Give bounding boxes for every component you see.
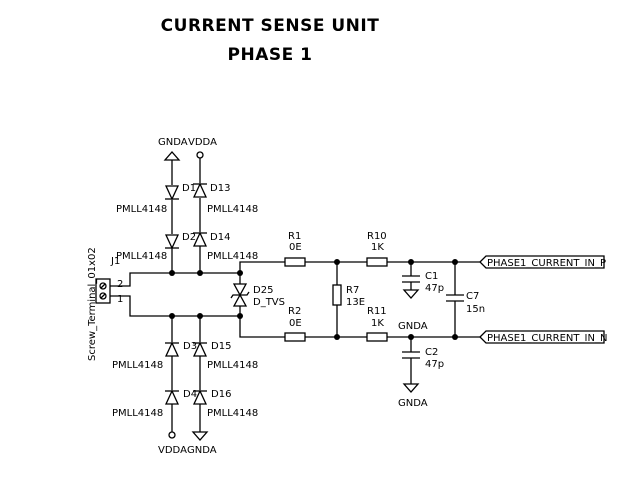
diode-d14[interactable]: D14 PMLL4148 (192, 231, 258, 262)
capacitor-ref: C7 (466, 291, 479, 302)
power-label: VDDA (158, 445, 187, 456)
power-label: GNDA (158, 137, 188, 148)
resistor-ref: R11 (367, 306, 387, 317)
title-line-2: PHASE 1 (227, 45, 313, 65)
resistor-r11[interactable]: R11 1K (366, 306, 388, 342)
junction-dot (408, 259, 414, 265)
junction-dot (452, 259, 458, 265)
power-label: GNDA (398, 321, 428, 332)
junction-dot (334, 334, 340, 340)
connector-pin-1-label: 1 (117, 294, 123, 305)
diode-ref: D3 (183, 341, 197, 352)
gnda-symbol-c2: GNDA (398, 383, 428, 409)
gnda-symbol-c1: GNDA (398, 289, 428, 332)
resistor-r2[interactable]: R2 0E (284, 306, 306, 342)
power-label: GNDA (187, 445, 217, 456)
diode-value: PMLL4148 (207, 204, 258, 215)
capacitor-ref: C2 (425, 347, 438, 358)
diode-ref: D1 (182, 183, 196, 194)
gnda-symbol-top: GNDA (158, 137, 188, 161)
junction-dot (197, 270, 203, 276)
junction-dot (334, 259, 340, 265)
tvs-ref: D25 (253, 285, 273, 296)
resistor-value: 0E (289, 318, 302, 329)
capacitor-value: 47p (425, 283, 444, 294)
capacitor-ref: C1 (425, 271, 438, 282)
resistor-value: 1K (371, 318, 384, 329)
diode-d2[interactable]: D2 PMLL4148 (116, 232, 196, 262)
resistor-r7[interactable]: R7 13E (332, 284, 365, 308)
diode-d4[interactable]: D4 PMLL4148 (112, 389, 197, 419)
junction-dot (408, 334, 414, 340)
diode-value: PMLL4148 (116, 204, 167, 215)
resistor-r10[interactable]: R10 1K (366, 231, 388, 267)
vdda-symbol-bottom: VDDA (158, 431, 187, 456)
net-label-text: PHASE1_CURRENT_IN_N (487, 333, 607, 344)
diode-value: PMLL4148 (207, 360, 258, 371)
junction-dot (237, 270, 243, 276)
diode-value: PMLL4148 (207, 251, 258, 262)
junction-dot (237, 313, 243, 319)
net-label-phase1-current-in-n[interactable]: PHASE1_CURRENT_IN_N (479, 330, 607, 344)
tvs-value: D_TVS (253, 297, 285, 308)
net-label-text: PHASE1_CURRENT_IN_P (487, 258, 606, 269)
title-line-1: CURRENT SENSE UNIT (160, 16, 380, 36)
junction-dot (169, 313, 175, 319)
power-label: VDDA (188, 137, 217, 148)
resistor-value: 1K (371, 242, 384, 253)
diode-ref: D16 (211, 389, 231, 400)
diode-ref: D2 (182, 232, 196, 243)
diode-d13[interactable]: D13 PMLL4148 (192, 182, 258, 215)
diode-value: PMLL4148 (112, 408, 163, 419)
connector-ref: J1 (110, 256, 120, 267)
capacitor-value: 47p (425, 359, 444, 370)
diode-d15[interactable]: D15 PMLL4148 (192, 341, 258, 371)
junction-dot (197, 313, 203, 319)
diode-ref: D13 (210, 183, 230, 194)
connector-j1[interactable]: J1 2 1 Screw_Terminal_01x02 (87, 247, 123, 361)
diode-d3[interactable]: D3 PMLL4148 (112, 341, 197, 371)
connector-pin-2 (99, 282, 107, 290)
capacitor-value: 15n (466, 304, 485, 315)
junction-dot (169, 270, 175, 276)
net-label-phase1-current-in-p[interactable]: PHASE1_CURRENT_IN_P (479, 255, 606, 269)
connector-pin-2-label: 2 (117, 279, 123, 290)
capacitor-c1[interactable]: C1 47p (402, 271, 444, 294)
tvs-diode-d25[interactable]: D25 D_TVS (230, 283, 285, 308)
capacitor-c7[interactable]: C7 15n (446, 291, 485, 315)
diode-value: PMLL4148 (207, 408, 258, 419)
wires (110, 158, 480, 432)
connector-pin-1 (99, 292, 107, 300)
resistor-r1[interactable]: R1 0E (284, 231, 306, 267)
power-label: GNDA (398, 398, 428, 409)
resistor-value: 0E (289, 242, 302, 253)
gnda-symbol-bottom: GNDA (187, 431, 217, 456)
resistor-ref: R10 (367, 231, 387, 242)
diode-ref: D15 (211, 341, 231, 352)
resistor-ref: R7 (346, 285, 359, 296)
resistor-ref: R2 (288, 306, 301, 317)
resistor-ref: R1 (288, 231, 301, 242)
diode-d16[interactable]: D16 PMLL4148 (192, 389, 258, 419)
diode-value: PMLL4148 (116, 251, 167, 262)
capacitor-c2[interactable]: C2 47p (402, 347, 444, 370)
diode-value: PMLL4148 (112, 360, 163, 371)
vdda-symbol-top: VDDA (188, 137, 217, 159)
resistor-value: 13E (346, 297, 365, 308)
diode-ref: D4 (183, 389, 197, 400)
junctions (169, 259, 458, 340)
junction-dot (452, 334, 458, 340)
connector-value: Screw_Terminal_01x02 (87, 247, 98, 361)
diode-d1[interactable]: D1 PMLL4148 (116, 183, 196, 215)
diode-ref: D14 (210, 232, 230, 243)
